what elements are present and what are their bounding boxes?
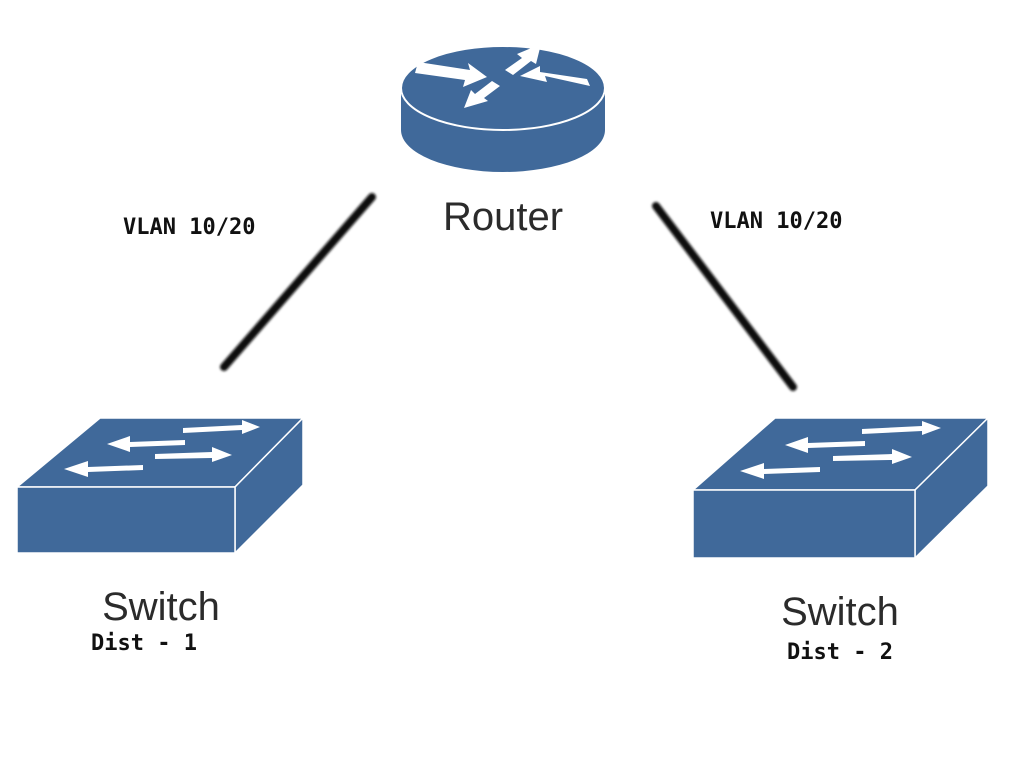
link-router-dist1 [220, 193, 376, 371]
switch-label-2: Switch [781, 590, 899, 634]
router-arrows-icon [415, 44, 590, 108]
router-top [400, 45, 606, 131]
switch-sublabel-1: Dist - 1 [91, 631, 197, 656]
switch-icon[interactable] [14, 416, 305, 555]
switch-front [692, 489, 916, 559]
router-label: Router [443, 195, 563, 239]
link-label-right: VLAN 10/20 [710, 209, 842, 234]
link-label-left: VLAN 10/20 [123, 215, 255, 240]
router-icon[interactable] [400, 44, 606, 172]
switch-arrows-icon [740, 421, 941, 479]
switch-label-1: Switch [102, 585, 220, 629]
switch-icon[interactable] [691, 416, 990, 560]
switch-sublabel-2: Dist - 2 [787, 640, 893, 665]
link-router-dist2 [652, 202, 797, 391]
switch-arrows-icon [64, 420, 260, 477]
switch-front [16, 486, 236, 554]
